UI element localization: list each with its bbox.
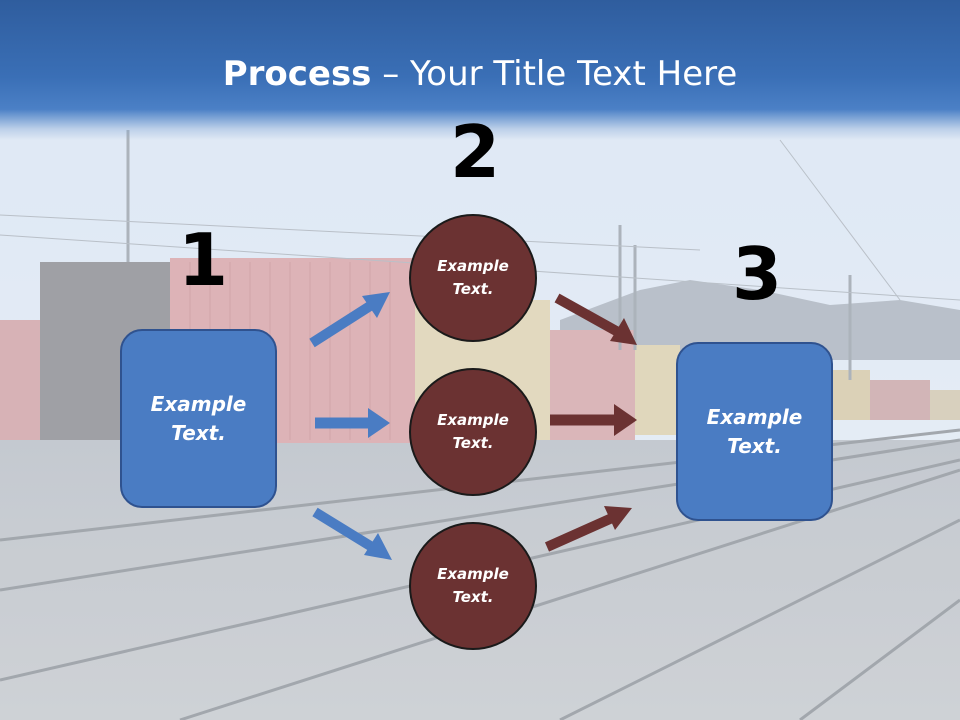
step-number-1: 1 [178,218,229,302]
arrow-middle-to-right [550,404,637,436]
header-band [0,0,960,140]
step-2-circle-middle[interactable]: Example Text. [409,368,537,496]
step-3-label: Example Text. [706,404,803,458]
circle-middle-label: Example Text. [437,411,509,452]
title-rest: – Your Title Text Here [371,54,738,94]
title-bold: Process [222,54,372,94]
step-number-3: 3 [732,232,783,316]
step-1-label: Example Text. [150,391,247,445]
circle-top-label: Example Text. [437,257,509,298]
step-1-box[interactable]: Example Text. [120,329,277,508]
circle-bottom-label: Example Text. [437,565,509,606]
step-3-box[interactable]: Example Text. [676,342,833,521]
step-number-2: 2 [450,110,501,194]
arrow-left-to-middle [315,408,390,438]
step-2-circle-top[interactable]: Example Text. [409,214,537,342]
slide-title: Process – Your Title Text Here [0,52,960,96]
arrow-left-to-top [309,292,390,348]
step-2-circle-bottom[interactable]: Example Text. [409,522,537,650]
arrow-top-to-right [554,293,637,345]
arrow-left-to-bottom [312,507,392,560]
arrow-bottom-to-right [544,506,632,552]
